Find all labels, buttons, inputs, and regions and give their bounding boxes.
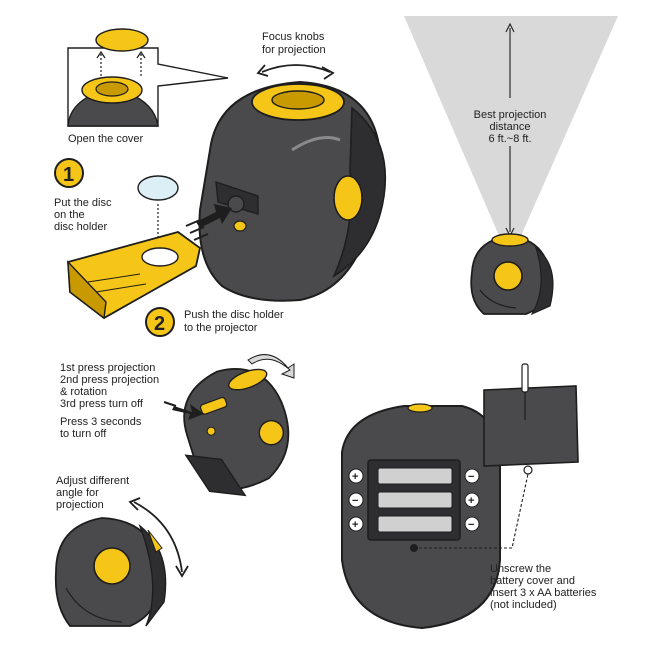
best-distance-line1: Best projection xyxy=(474,109,547,121)
adjust-angle-line2: angle for xyxy=(56,487,99,499)
focus-knobs-label-line1: Focus knobs xyxy=(262,31,325,43)
put-disc-label-line3: disc holder xyxy=(54,221,108,233)
focus-knobs-callout: Focus knobs for projection xyxy=(256,31,335,80)
battery-icon xyxy=(377,467,453,485)
sign-left-1: + xyxy=(352,471,358,483)
put-disc-label-line1: Put the disc xyxy=(54,197,112,209)
step-2-badge xyxy=(145,307,175,337)
press-modes-panel: 1st press projection 2nd press projectio… xyxy=(60,354,295,497)
best-distance-line2: distance xyxy=(490,121,531,133)
press-hold-line1: Press 3 seconds xyxy=(60,416,142,428)
step-2-number: 2 xyxy=(154,313,165,335)
sign-left-3: + xyxy=(352,519,358,531)
battery-label-line4: (not included) xyxy=(490,599,557,611)
power-button xyxy=(199,396,228,415)
push-holder-label-line1: Push the disc holder xyxy=(184,309,284,321)
rotate-arrow-icon xyxy=(247,354,295,379)
press-mode-2b: & rotation xyxy=(60,386,107,398)
battery-cover xyxy=(483,385,579,467)
sign-right-3: − xyxy=(468,519,474,531)
adjust-angle-line1: Adjust different xyxy=(56,475,129,487)
curved-double-arrow-icon xyxy=(261,64,331,73)
sign-right-2: + xyxy=(468,495,474,507)
press-hold-line2: to turn off xyxy=(60,428,107,440)
sign-left-2: − xyxy=(352,495,358,507)
battery-panel: + − + − + − Unscrew the battery cover an… xyxy=(341,363,597,630)
press-mode-2: 2nd press projection xyxy=(60,374,159,386)
projection-distance-panel: Best projection distance 6 ft.~8 ft. xyxy=(404,16,618,316)
adjust-angle-line3: projection xyxy=(56,499,104,511)
disc xyxy=(137,175,179,201)
angle-arrow-icon xyxy=(133,501,183,573)
adjust-angle-panel: Adjust different angle for projection xyxy=(54,475,189,627)
side-button xyxy=(333,175,363,221)
press-arrow-icon xyxy=(163,401,204,420)
best-distance-line3: 6 ft.~8 ft. xyxy=(488,133,531,145)
battery-label-line2: battery cover and xyxy=(490,575,575,587)
main-projector xyxy=(185,80,387,302)
sign-right-1: − xyxy=(468,471,474,483)
open-cover-label: Open the cover xyxy=(68,133,144,145)
screwdriver-icon xyxy=(521,363,529,420)
push-holder-label-line2: to the projector xyxy=(184,322,258,334)
press-mode-1: 1st press projection xyxy=(60,362,155,374)
step-1-number: 1 xyxy=(63,164,74,186)
press-mode-3: 3rd press turn off xyxy=(60,398,144,410)
battery-label-line3: insert 3 x AA batteries xyxy=(490,587,597,599)
battery-label-line1: Unscrew the xyxy=(490,563,551,575)
step-2: 2 Push the disc holder to the projector xyxy=(145,307,284,337)
push-arrow-icon xyxy=(185,204,232,241)
step-1-badge xyxy=(54,158,84,188)
light-beam xyxy=(404,16,618,238)
open-cover-panel: Open the cover xyxy=(67,28,229,145)
focus-knobs-label-line2: for projection xyxy=(262,44,326,56)
step-1: 1 Put the disc on the disc holder xyxy=(54,158,202,320)
put-disc-label-line2: on the xyxy=(54,209,85,221)
